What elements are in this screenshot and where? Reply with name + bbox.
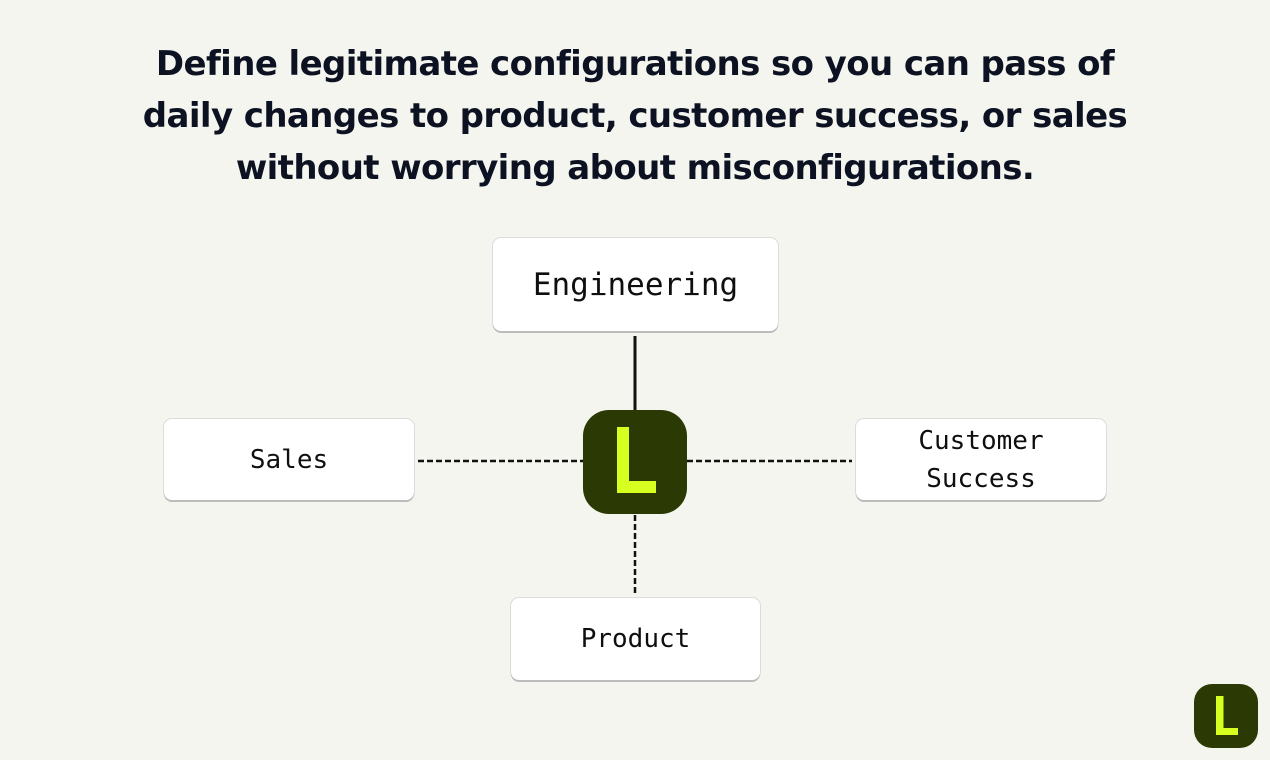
brand-logo-icon bbox=[617, 427, 656, 493]
node-product-label: Product bbox=[580, 624, 691, 654]
node-customer-success: Customer Success bbox=[856, 419, 1106, 500]
hub-logo-icon bbox=[583, 410, 687, 514]
headline: Define legitimate configurations so you … bbox=[142, 44, 1128, 188]
node-engineering-label: Engineering bbox=[532, 266, 739, 303]
node-product: Product bbox=[511, 598, 760, 680]
node-engineering: Engineering bbox=[493, 238, 778, 331]
corner-brand-logo-icon[interactable] bbox=[1194, 684, 1258, 748]
node-customer-success-label: Customer Success bbox=[918, 425, 1044, 494]
node-sales: Sales bbox=[164, 419, 414, 500]
brand-logo-icon bbox=[1216, 696, 1238, 735]
node-sales-label: Sales bbox=[249, 444, 329, 475]
